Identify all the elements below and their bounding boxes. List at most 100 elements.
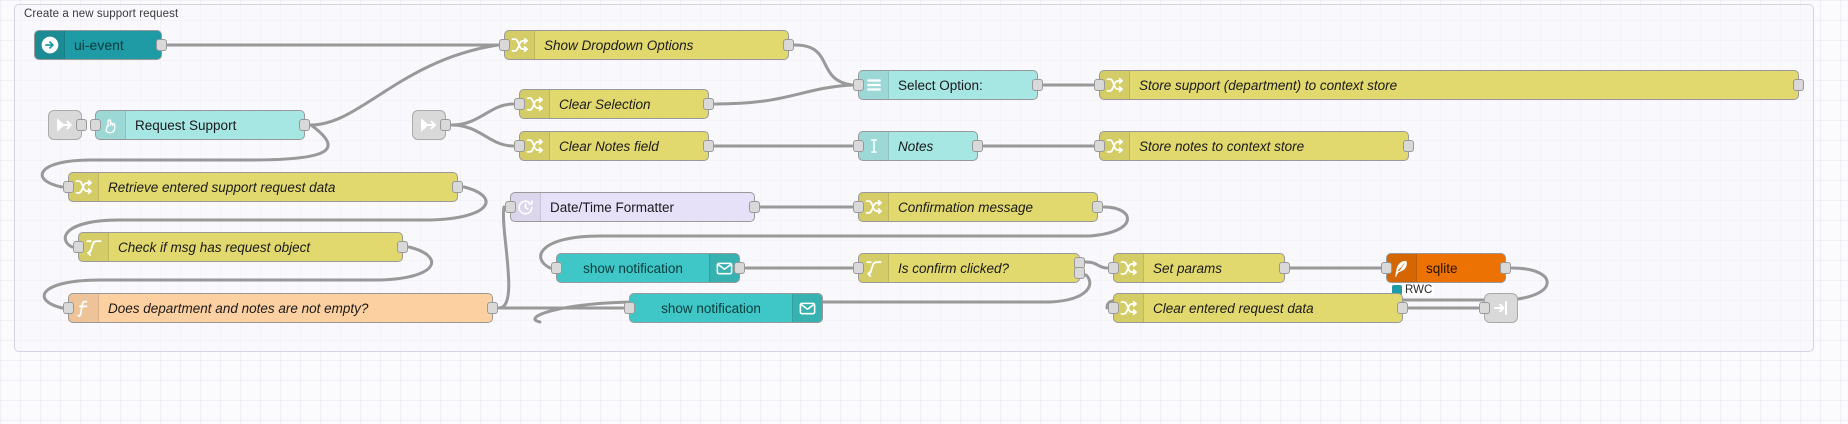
envelope-icon (792, 294, 822, 322)
feather-icon (1387, 254, 1417, 282)
output-port[interactable] (397, 241, 408, 253)
node-link-in-2[interactable] (412, 110, 451, 140)
node-label: Select Option: (898, 77, 983, 93)
output-port[interactable] (972, 140, 983, 152)
input-port[interactable] (514, 140, 525, 152)
change-icon (520, 90, 550, 118)
node-request-support[interactable]: Request Support (90, 110, 310, 140)
node-is-confirm-clicked[interactable]: Is confirm clicked? (853, 253, 1085, 283)
node-show-notification-2[interactable]: show notification (624, 293, 823, 323)
output-port[interactable] (487, 302, 498, 314)
node-link-in-1[interactable] (48, 110, 87, 140)
change-icon (859, 193, 889, 221)
node-select-option[interactable]: Select Option: (853, 70, 1043, 100)
clock-icon (511, 193, 541, 221)
function-icon (69, 294, 99, 322)
change-icon (1100, 132, 1130, 160)
input-port[interactable] (551, 262, 562, 274)
input-port[interactable] (73, 241, 84, 253)
input-port[interactable] (853, 79, 864, 91)
input-port[interactable] (624, 302, 635, 314)
node-clear-entered-request-data[interactable]: Clear entered request data (1108, 293, 1408, 323)
node-notes[interactable]: Notes (853, 131, 983, 161)
node-sqlite[interactable]: sqlite (1381, 253, 1511, 283)
input-port[interactable] (853, 201, 864, 213)
link-out-icon (1485, 298, 1517, 318)
output-port[interactable] (703, 140, 714, 152)
output-port[interactable] (1500, 262, 1511, 274)
change-icon (1114, 254, 1144, 282)
node-label: show notification (661, 300, 761, 316)
node-label: Is confirm clicked? (898, 260, 1010, 276)
list-icon (859, 71, 889, 99)
envelope-icon (709, 254, 739, 282)
output-port[interactable] (703, 98, 714, 110)
node-ui-event[interactable]: ui-event (34, 30, 167, 60)
flow-group-label: Create a new support request (24, 8, 179, 20)
node-label: Clear entered request data (1153, 300, 1314, 316)
input-port[interactable] (1479, 302, 1490, 314)
node-datetime-formatter[interactable]: Date/Time Formatter (505, 192, 760, 222)
output-port[interactable] (734, 262, 745, 274)
node-label: Set params (1153, 260, 1223, 276)
input-port[interactable] (1108, 262, 1119, 274)
change-icon (505, 31, 535, 59)
change-icon (1114, 294, 1144, 322)
switch-icon (859, 254, 889, 282)
node-show-notification-1[interactable]: show notification (551, 253, 745, 283)
input-port[interactable] (1108, 302, 1119, 314)
input-port[interactable] (514, 98, 525, 110)
output-port[interactable] (156, 39, 167, 51)
node-retrieve-request-data[interactable]: Retrieve entered support request data (63, 172, 463, 202)
node-check-msg-request[interactable]: Check if msg has request object (73, 232, 408, 262)
output-port[interactable] (1403, 140, 1414, 152)
node-link-out-1[interactable] (1479, 293, 1518, 323)
node-label: Store support (department) to context st… (1139, 77, 1398, 93)
change-icon (69, 173, 99, 201)
output-port[interactable] (783, 39, 794, 51)
node-label: Show Dropdown Options (544, 37, 694, 53)
output-port-2[interactable] (1074, 266, 1085, 279)
node-confirmation-message[interactable]: Confirmation message (853, 192, 1103, 222)
node-label: Retrieve entered support request data (108, 179, 336, 195)
output-port[interactable] (299, 119, 310, 131)
output-port[interactable] (452, 181, 463, 193)
input-port[interactable] (505, 201, 516, 213)
input-port[interactable] (90, 119, 101, 131)
node-set-params[interactable]: Set params (1108, 253, 1290, 283)
output-port[interactable] (1793, 79, 1804, 91)
output-port[interactable] (76, 119, 87, 131)
status-label: RWC (1405, 284, 1433, 296)
arrow-circle-right-icon (35, 31, 65, 59)
node-clear-selection[interactable]: Clear Selection (514, 89, 714, 119)
input-port[interactable] (853, 262, 864, 274)
output-port[interactable] (1279, 262, 1290, 274)
input-port[interactable] (63, 302, 74, 314)
node-label: show notification (583, 260, 683, 276)
node-clear-notes-field[interactable]: Clear Notes field (514, 131, 714, 161)
output-port[interactable] (1032, 79, 1043, 91)
output-port[interactable] (1092, 201, 1103, 213)
node-store-support-context[interactable]: Store support (department) to context st… (1094, 70, 1804, 100)
node-label: Check if msg has request object (118, 239, 311, 255)
node-dept-notes-not-empty[interactable]: Does department and notes are not empty? (63, 293, 498, 323)
input-port[interactable] (63, 181, 74, 193)
output-port[interactable] (749, 201, 760, 213)
output-port[interactable] (440, 119, 451, 131)
input-port[interactable] (499, 39, 510, 51)
output-port[interactable] (1397, 302, 1408, 314)
input-port[interactable] (853, 140, 864, 152)
node-show-dropdown-options[interactable]: Show Dropdown Options (499, 30, 794, 60)
sqlite-status-badge: RWC (1390, 284, 1435, 296)
switch-icon (79, 233, 109, 261)
input-port[interactable] (1381, 262, 1392, 274)
input-port[interactable] (1094, 140, 1105, 152)
node-label: Date/Time Formatter (550, 199, 675, 215)
node-label: Confirmation message (898, 199, 1034, 215)
node-label: Clear Notes field (559, 138, 659, 154)
node-store-notes-context[interactable]: Store notes to context store (1094, 131, 1414, 161)
change-icon (1100, 71, 1130, 99)
status-dot-icon (1392, 285, 1402, 295)
input-port[interactable] (1094, 79, 1105, 91)
